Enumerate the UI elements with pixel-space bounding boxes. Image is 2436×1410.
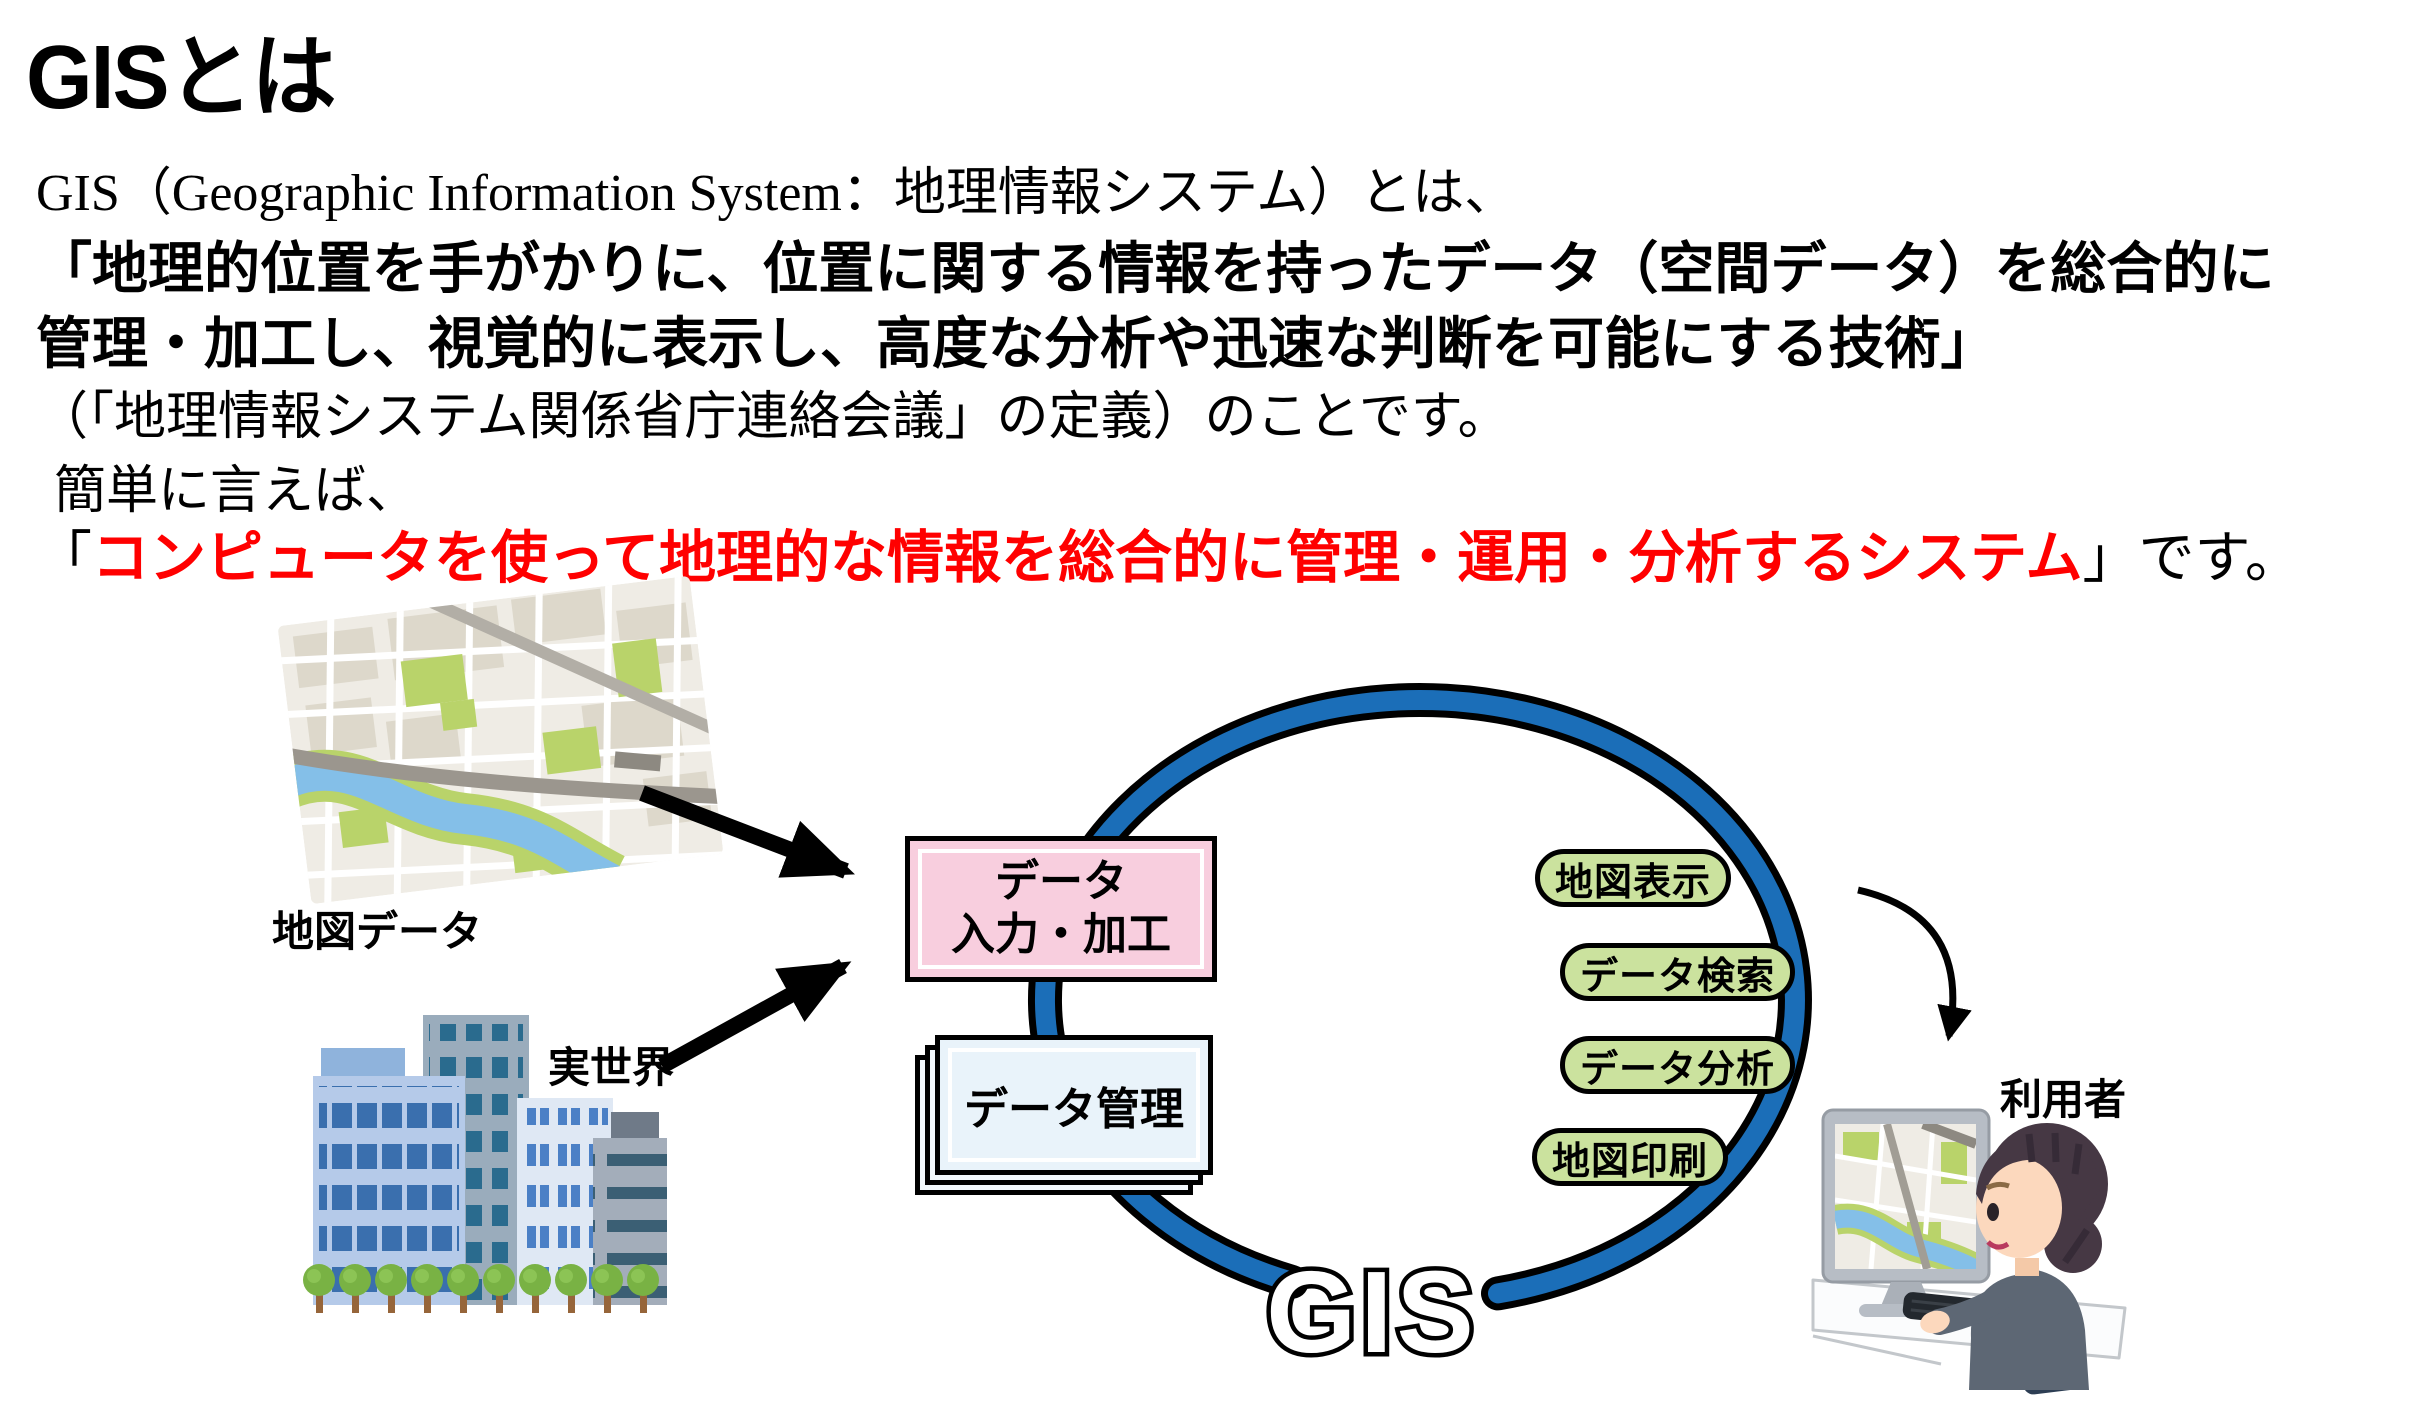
user-caption: 利用者 [2000,1076,2127,1123]
map-illustration [277,575,724,905]
arrow-realworld-to-processing-icon [658,958,852,1074]
definition-line-3: 管理・加工し、視覚的に表示し、高度な分析や迅速な判断を可能にする技術」 [36,312,1997,375]
data-management-label: データ管理 [964,1085,1184,1134]
pill-map-print: 地図印刷 [1532,1128,1729,1186]
person-hand [1920,1310,1950,1334]
buildings-illustration [303,1015,667,1313]
definition-line-6: 「コンピュータを使って地理的な情報を総合的に管理・運用・分析するシステム」です。 [36,512,2301,594]
real-world-caption: 実世界 [548,1044,675,1091]
line6-close-text: 」です。 [2082,528,2301,590]
data-input-processing-box: データ 入力・加工 [905,836,1217,982]
monitor-map-screen [1835,1124,1976,1269]
definition-line-5: 簡単に言えば、 [54,463,419,520]
map-road-secondary [420,592,722,737]
arrow-map-to-processing-icon [639,785,855,879]
monitor [1821,1108,1991,1317]
data-management-stack: データ管理 [915,1035,1215,1205]
map-station [614,751,662,772]
arrow-to-user-icon [1857,886,1972,1042]
user-illustration [1811,1108,2127,1395]
pill-map-display: 地図表示 [1535,849,1732,907]
input-box-line2: 入力・加工 [951,910,1171,959]
line6-highlight-text: コンピュータを使って地理的な情報を総合的に管理・運用・分析するシステム [92,526,2083,590]
map-river [278,760,620,893]
page-title: GISとは [26,28,337,128]
definition-line-4: （「地理情報システム関係省庁連絡会議」の定義）のことです。 [36,389,1510,446]
map-data-caption: 地図データ [272,908,483,955]
person-body [1969,1270,2089,1390]
definition-line-2: 「地理的位置を手がかりに、位置に関する情報を持ったデータ（空間データ）を総合的に [36,237,2275,300]
pill-data-search: データ検索 [1560,943,1796,1001]
definition-line-1: GIS（Geographic Information System：地理情報シス… [36,165,1517,222]
gis-ring-label: GIS [1266,1247,1478,1377]
person-hair-bun [2044,1215,2102,1273]
line6-open-bracket: 「 [36,528,92,590]
pill-data-analysis: データ分析 [1560,1036,1796,1094]
data-management-box: データ管理 [935,1035,1213,1175]
input-box-line1: データ [995,857,1127,907]
